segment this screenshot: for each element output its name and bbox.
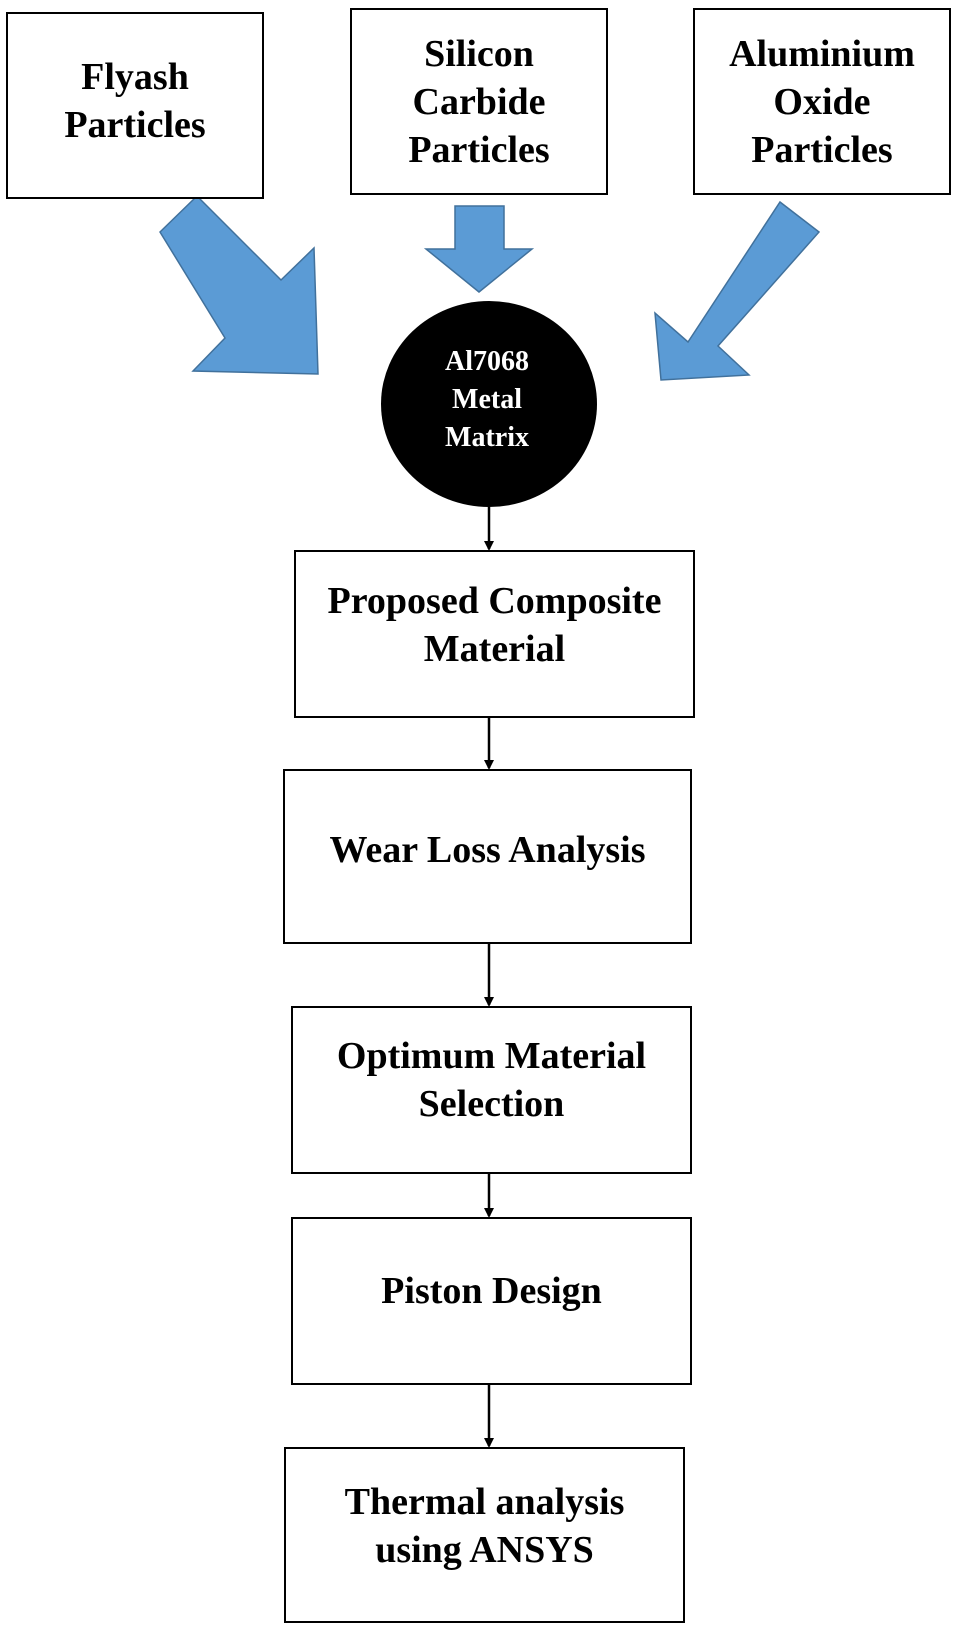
silicon-carbide-label: Silicon Carbide Particles <box>408 33 550 171</box>
aluminium-oxide-label: Aluminium Oxide Particles <box>729 33 915 171</box>
flyash-label: Flyash Particles <box>64 56 206 146</box>
proposed-composite-label: Proposed Composite Material <box>327 580 662 670</box>
optimum-material-box: Optimum Material Selection <box>291 1006 692 1174</box>
silicon-carbide-box: Silicon Carbide Particles <box>350 8 608 195</box>
arrow-from-silicon-carbide <box>423 205 535 293</box>
aluminium-oxide-box: Aluminium Oxide Particles <box>693 8 951 195</box>
optimum-material-label: Optimum Material Selection <box>336 1035 647 1125</box>
matrix-circle <box>381 301 597 507</box>
matrix-label: Al7068 Metal Matrix <box>445 346 529 453</box>
arrow-from-flyash <box>159 194 319 375</box>
piston-design-label: Piston Design <box>381 1270 602 1312</box>
thermal-analysis-box: Thermal analysis using ANSYS <box>284 1447 685 1623</box>
thermal-analysis-label: Thermal analysis using ANSYS <box>344 1481 625 1571</box>
proposed-composite-box: Proposed Composite Material <box>294 550 695 718</box>
wear-loss-label: Wear Loss Analysis <box>329 829 646 871</box>
flyash-box: Flyash Particles <box>6 12 264 199</box>
piston-design-box: Piston Design <box>291 1217 692 1385</box>
arrow-from-aluminium-oxide <box>654 200 821 381</box>
wear-loss-box: Wear Loss Analysis <box>283 769 692 944</box>
